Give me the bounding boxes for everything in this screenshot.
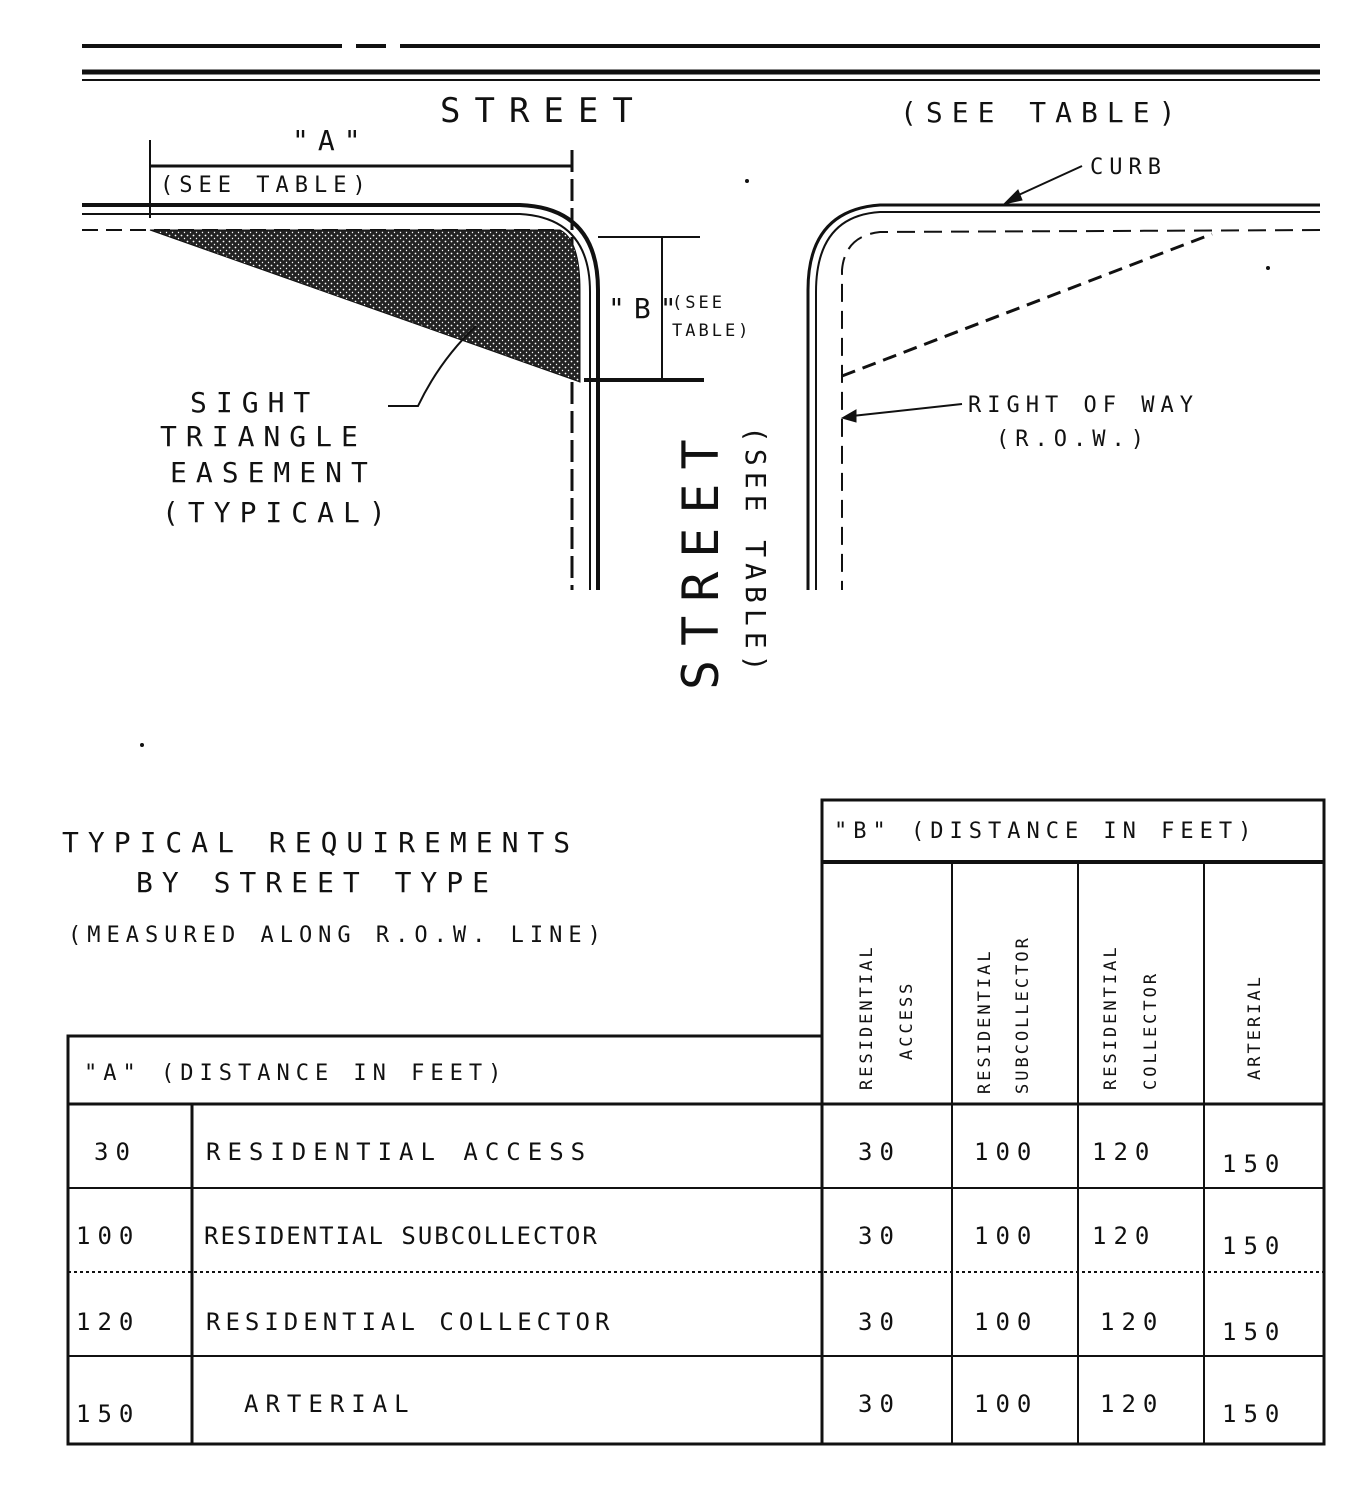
svg-text:120: 120 bbox=[76, 1308, 140, 1336]
sight-triangle-line-4: (TYPICAL) bbox=[162, 496, 395, 529]
svg-text:ARTERIAL: ARTERIAL bbox=[244, 1390, 416, 1418]
svg-text:ARTERIAL: ARTERIAL bbox=[1245, 974, 1265, 1080]
right-sight-line bbox=[841, 232, 1213, 378]
dimension-a-note: (SEE TABLE) bbox=[160, 173, 372, 198]
svg-text:30: 30 bbox=[858, 1138, 901, 1166]
svg-text:150: 150 bbox=[76, 1400, 140, 1428]
svg-text:100: 100 bbox=[76, 1222, 140, 1250]
b-header: "B" (DISTANCE IN FEET) bbox=[834, 819, 1257, 844]
dimension-a-label: "A" bbox=[292, 124, 370, 157]
svg-text:100: 100 bbox=[974, 1390, 1038, 1418]
svg-text:30: 30 bbox=[858, 1308, 901, 1336]
b-column-header-residential-collector: RESIDENTIAL COLLECTOR bbox=[1101, 944, 1161, 1090]
table-row: 120 RESIDENTIAL COLLECTOR 30 100 120 150 bbox=[76, 1308, 1286, 1346]
svg-text:120: 120 bbox=[1092, 1138, 1156, 1166]
curb-leader bbox=[1002, 165, 1083, 205]
scan-speck bbox=[745, 179, 749, 183]
sight-triangle-leader bbox=[388, 325, 477, 407]
table-title-line-3: (MEASURED ALONG R.O.W. LINE) bbox=[68, 923, 607, 948]
sight-triangle-easement bbox=[149, 229, 581, 383]
b-column-header-arterial: ARTERIAL bbox=[1245, 974, 1265, 1080]
svg-text:SUBCOLLECTOR: SUBCOLLECTOR bbox=[1013, 935, 1033, 1094]
svg-text:RESIDENTIAL COLLECTOR: RESIDENTIAL COLLECTOR bbox=[206, 1308, 614, 1336]
svg-text:120: 120 bbox=[1100, 1390, 1164, 1418]
curb-label: CURB bbox=[1090, 155, 1167, 180]
svg-text:ACCESS: ACCESS bbox=[897, 981, 917, 1060]
table-grid bbox=[66, 798, 1326, 1446]
right-curb bbox=[806, 203, 1321, 590]
svg-text:100: 100 bbox=[974, 1308, 1038, 1336]
table-row: 150 ARTERIAL 30 100 120 150 bbox=[76, 1390, 1286, 1428]
dimension-b-label: "B" bbox=[608, 292, 686, 325]
right-of-way-leader bbox=[840, 403, 963, 423]
a-header: "A" (DISTANCE IN FEET) bbox=[84, 1061, 507, 1086]
svg-text:RESIDENTIAL: RESIDENTIAL bbox=[1101, 944, 1121, 1090]
dimension-b-note-1: (SEE bbox=[672, 293, 725, 313]
sight-triangle-line-3: EASEMENT bbox=[170, 456, 377, 489]
dimension-b bbox=[584, 236, 704, 382]
sight-triangle-line-1: SIGHT bbox=[190, 386, 319, 419]
svg-text:100: 100 bbox=[974, 1138, 1038, 1166]
top-street-edge bbox=[82, 44, 1320, 81]
dimension-a bbox=[149, 140, 572, 218]
top-street-note: (SEE TABLE) bbox=[900, 96, 1184, 129]
right-of-way-label: RIGHT OF WAY bbox=[968, 393, 1199, 418]
scan-speck bbox=[1266, 266, 1270, 270]
table-row: 30 RESIDENTIAL ACCESS 30 100 120 150 bbox=[94, 1138, 1286, 1178]
svg-text:150: 150 bbox=[1222, 1400, 1286, 1428]
svg-text:120: 120 bbox=[1092, 1222, 1156, 1250]
svg-text:RESIDENTIAL ACCESS: RESIDENTIAL ACCESS bbox=[206, 1138, 592, 1166]
table-title-line-2: BY STREET TYPE bbox=[136, 866, 498, 899]
svg-text:120: 120 bbox=[1100, 1308, 1164, 1336]
table-title-line-1: TYPICAL REQUIREMENTS bbox=[62, 826, 579, 859]
table-row: 100 RESIDENTIAL SUBCOLLECTOR 30 100 120 … bbox=[76, 1222, 1286, 1260]
svg-text:RESIDENTIAL: RESIDENTIAL bbox=[975, 948, 995, 1094]
sight-triangle-line-2: TRIANGLE bbox=[160, 420, 367, 453]
svg-text:100: 100 bbox=[974, 1222, 1038, 1250]
side-street-note: (SEE TABLE) bbox=[739, 426, 772, 677]
svg-text:150: 150 bbox=[1222, 1232, 1286, 1260]
svg-text:30: 30 bbox=[858, 1222, 901, 1250]
side-street-label: STREET bbox=[672, 425, 730, 690]
right-of-way-abbrev: (R.O.W.) bbox=[996, 427, 1150, 452]
b-column-header-residential-access: RESIDENTIAL ACCESS bbox=[857, 944, 917, 1090]
b-column-header-residential-subcollector: RESIDENTIAL SUBCOLLECTOR bbox=[975, 935, 1033, 1094]
scan-speck bbox=[140, 743, 144, 747]
svg-text:RESIDENTIAL: RESIDENTIAL bbox=[857, 944, 877, 1090]
svg-text:30: 30 bbox=[94, 1138, 137, 1166]
svg-text:150: 150 bbox=[1222, 1318, 1286, 1346]
svg-text:30: 30 bbox=[858, 1390, 901, 1418]
dimension-b-note-2: TABLE) bbox=[672, 321, 751, 341]
svg-text:150: 150 bbox=[1222, 1150, 1286, 1178]
top-street-label: STREET bbox=[440, 91, 647, 131]
svg-text:COLLECTOR: COLLECTOR bbox=[1141, 971, 1161, 1090]
svg-text:RESIDENTIAL SUBCOLLECTOR: RESIDENTIAL SUBCOLLECTOR bbox=[204, 1222, 599, 1250]
